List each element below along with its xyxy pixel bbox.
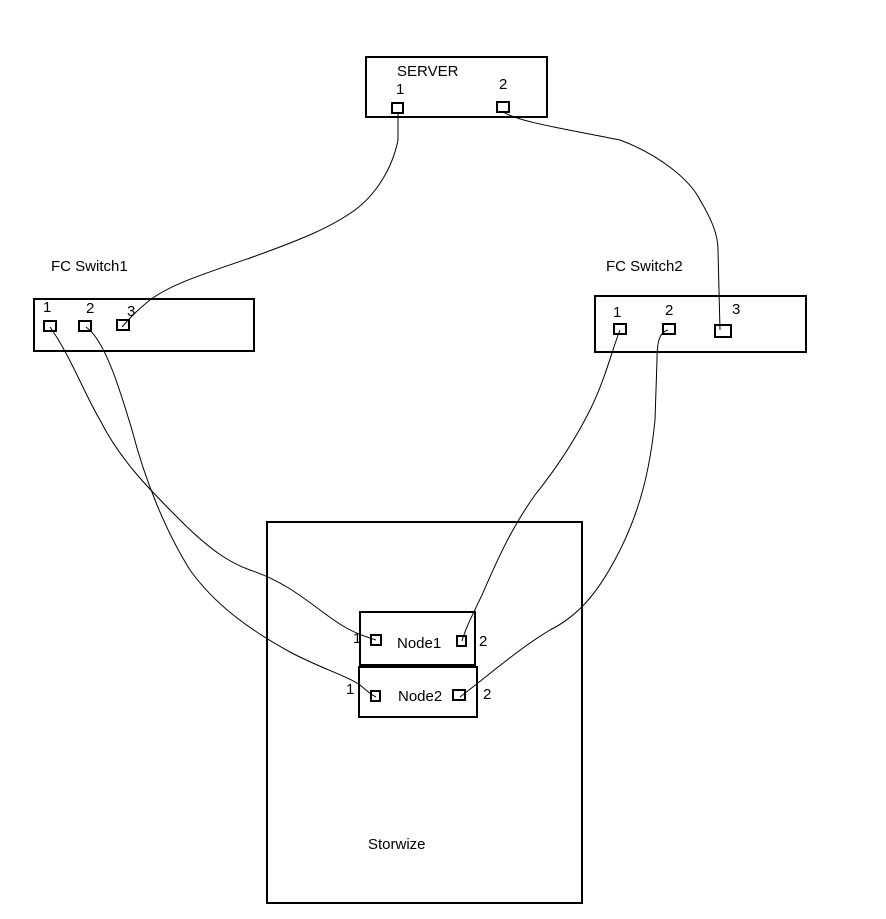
- cable-server1-switch1p3: [121, 112, 399, 328]
- switch1-port-2: [78, 320, 92, 332]
- switch1-port-3-label: 3: [127, 303, 135, 320]
- fc-switch2: FC Switch2 1 2 3: [594, 258, 807, 353]
- node2-label: Node2: [398, 688, 442, 705]
- node2-port-1-label: 1: [346, 681, 354, 698]
- server-port-1-label: 1: [396, 81, 404, 98]
- node1-label: Node1: [397, 635, 441, 652]
- node1-port-2: [456, 635, 467, 647]
- switch2-port-2-label: 2: [665, 302, 673, 319]
- switch1-box: [33, 298, 255, 352]
- storwize: Storwize Node1 1 2 Node2 1 2: [266, 521, 583, 904]
- switch2-port-1-label: 1: [613, 304, 621, 321]
- server: SERVER 1 2: [365, 56, 548, 118]
- node1-port-1-label: 1: [353, 630, 361, 647]
- cable-server2-switch2p3: [502, 111, 721, 331]
- server-port-2: [496, 101, 510, 113]
- server-port-1: [391, 102, 404, 114]
- cable-switch2p1-node1p2: [461, 329, 621, 642]
- switch2-port-2: [662, 323, 676, 335]
- switch2-port-3-label: 3: [732, 301, 740, 318]
- node2-port-2: [452, 689, 466, 701]
- node2-port-1: [370, 690, 381, 702]
- cable-switch1p1-node1p1: [49, 326, 377, 641]
- node1-port-2-label: 2: [479, 633, 487, 650]
- storwize-label: Storwize: [368, 836, 426, 853]
- node2-port-2-label: 2: [483, 686, 491, 703]
- server-port-2-label: 2: [499, 76, 507, 93]
- switch2-port-3: [714, 324, 732, 338]
- node2-box: [358, 666, 478, 718]
- node1-box: [359, 611, 476, 666]
- server-box: [365, 56, 548, 118]
- switch1-port-1-label: 1: [43, 299, 51, 316]
- switch2-label: FC Switch2: [606, 258, 683, 275]
- cable-switch1p2-node2p1: [85, 326, 377, 698]
- switch1-port-3: [116, 319, 130, 331]
- cables: [49, 111, 721, 698]
- switch1-label: FC Switch1: [51, 258, 128, 275]
- server-label: SERVER: [397, 63, 459, 80]
- switch1-port-1: [43, 320, 57, 332]
- switch1-port-2-label: 2: [86, 300, 94, 317]
- switch2-port-1: [613, 323, 627, 335]
- storwize-box: [266, 521, 583, 904]
- switch2-box: [594, 295, 807, 353]
- cable-switch2p2-node2p2: [459, 329, 669, 698]
- fc-switch1: FC Switch1 1 2 3: [33, 258, 255, 352]
- node1-port-1: [370, 634, 382, 646]
